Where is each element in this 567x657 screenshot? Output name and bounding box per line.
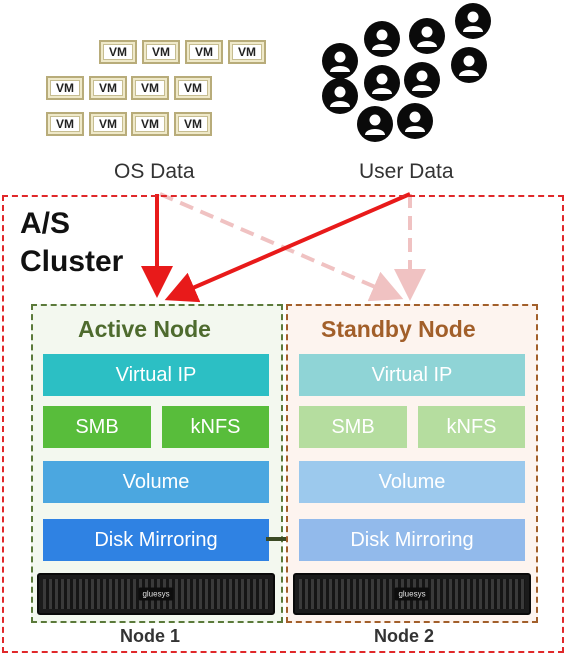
user-icon — [364, 65, 400, 101]
node-1-label: Node 1 — [120, 626, 181, 646]
user-icon — [357, 106, 393, 142]
active-node-title: Active Node — [78, 316, 211, 342]
user-icon — [322, 43, 358, 79]
user-icon — [322, 78, 358, 114]
standby-smb: SMB — [299, 406, 407, 448]
user-data-caption: User Data — [359, 160, 454, 183]
vm-icon: VM — [174, 76, 212, 100]
vm-icon: VM — [89, 76, 127, 100]
standby-knfs: kNFS — [418, 406, 525, 448]
cluster-boundary — [2, 195, 564, 653]
vm-icon: VM — [142, 40, 180, 64]
user-icon — [409, 18, 445, 54]
cluster-title: A/S Cluster — [20, 207, 124, 278]
server-badge: gluesys — [394, 587, 430, 601]
standby-virtual-ip: Virtual IP — [299, 354, 525, 396]
node-2-server-icon: gluesys — [293, 573, 531, 615]
standby-disk-mirroring: Disk Mirroring — [299, 519, 525, 561]
vm-icon: VM — [131, 76, 169, 100]
standby-volume: Volume — [299, 461, 525, 503]
os-data-caption: OS Data — [114, 160, 195, 183]
user-icon — [364, 21, 400, 57]
user-icon — [455, 3, 491, 39]
node-2-label: Node 2 — [374, 626, 435, 646]
user-icon — [451, 47, 487, 83]
mirror-connector — [266, 537, 300, 541]
vm-icon: VM — [89, 112, 127, 136]
node-1-server-icon: gluesys — [37, 573, 275, 615]
vm-icon: VM — [228, 40, 266, 64]
user-icon — [397, 103, 433, 139]
active-knfs: kNFS — [162, 406, 269, 448]
vm-icon: VM — [99, 40, 137, 64]
active-smb: SMB — [43, 406, 151, 448]
standby-node-title: Standby Node — [321, 316, 476, 342]
server-badge: gluesys — [138, 587, 174, 601]
vm-icon: VM — [174, 112, 212, 136]
vm-icon: VM — [46, 112, 84, 136]
vm-icon: VM — [46, 76, 84, 100]
vm-icon: VM — [185, 40, 223, 64]
vm-icon: VM — [131, 112, 169, 136]
active-disk-mirroring: Disk Mirroring — [43, 519, 269, 561]
user-to-active-arrow — [164, 192, 411, 303]
user-icon — [404, 62, 440, 98]
active-virtual-ip: Virtual IP — [43, 354, 269, 396]
active-volume: Volume — [43, 461, 269, 503]
